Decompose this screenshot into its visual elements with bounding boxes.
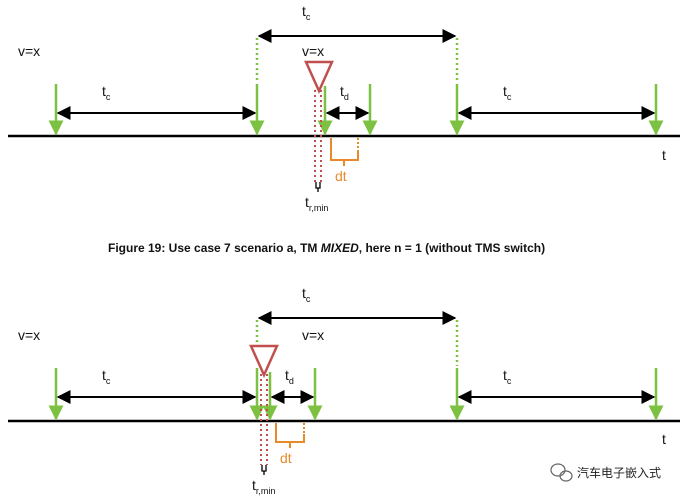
v-label-left: v=x bbox=[18, 43, 40, 59]
tc-left-label: tc bbox=[102, 83, 111, 102]
tc-right-label: tc bbox=[503, 367, 512, 386]
tc-top-label: tc bbox=[302, 285, 311, 304]
tr-min-bracket bbox=[261, 465, 267, 475]
timing-diagram-2: t v=x tc tc tc td v=x tr,min dt bbox=[8, 285, 680, 496]
tr-min-label: tr,min bbox=[305, 194, 328, 213]
trigger-triangle-icon bbox=[304, 60, 334, 95]
watermark-text: 汽车电子嵌入式 bbox=[577, 465, 661, 480]
dt-bracket bbox=[275, 423, 305, 448]
tc-left-label: tc bbox=[102, 367, 111, 386]
tc-top-label: tc bbox=[302, 3, 311, 22]
figure-caption: Figure 19: Use case 7 scenario a, TM MIX… bbox=[108, 241, 545, 255]
watermark: 汽车电子嵌入式 bbox=[550, 463, 661, 482]
time-axis-label: t bbox=[662, 431, 666, 447]
td-label: td bbox=[340, 83, 349, 102]
dt-label: dt bbox=[280, 450, 292, 466]
dt-bracket bbox=[330, 138, 359, 166]
td-label: td bbox=[285, 367, 294, 386]
time-axis-label: t bbox=[662, 147, 666, 163]
wechat-icon bbox=[550, 463, 573, 482]
dt-label: dt bbox=[335, 168, 347, 184]
tr-min-bracket bbox=[315, 182, 321, 192]
v-label-left: v=x bbox=[18, 327, 40, 343]
trigger-triangle-icon bbox=[249, 344, 279, 379]
v-label-trigger: v=x bbox=[302, 327, 324, 343]
tr-min-label: tr,min bbox=[252, 477, 275, 496]
tc-right-label: tc bbox=[503, 83, 512, 102]
v-label-trigger: v=x bbox=[302, 43, 324, 59]
timing-diagram-1: t v=x tc tc tc td v=x tr,min dt bbox=[8, 3, 680, 213]
